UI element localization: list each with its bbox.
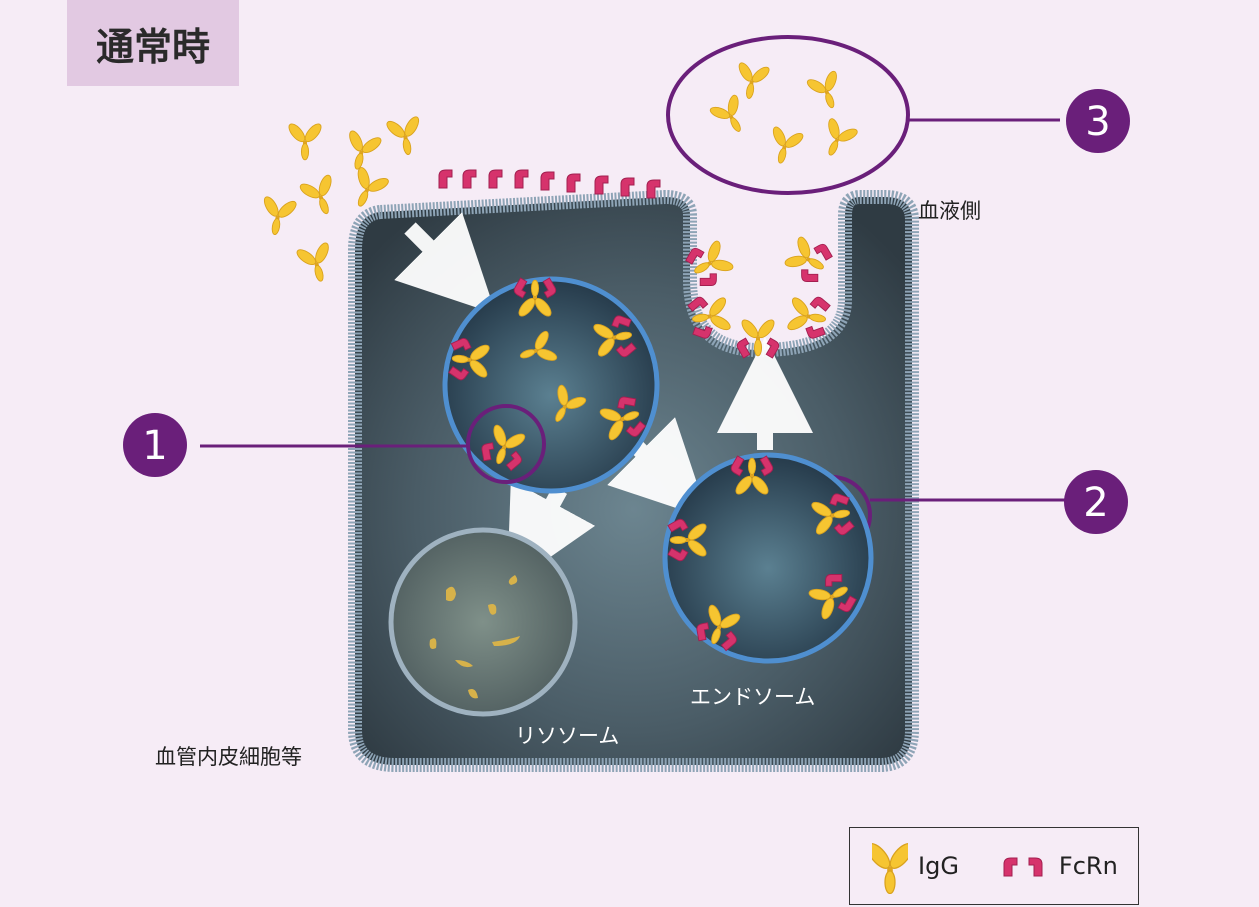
legend-fcrn-label: FcRn [1058,852,1118,880]
callout-badge-1: 1 [123,413,187,477]
early-endosome [442,276,660,494]
svg-text:3: 3 [1085,99,1110,145]
svg-text:1: 1 [142,423,167,469]
callout-badge-3: 3 [1066,89,1130,153]
fcrn-legend-icon [1003,857,1043,877]
callout-lines [200,118,1065,502]
released-igg [703,57,864,170]
page-title: 通常時 [67,0,239,86]
legend-igg-label: IgG [918,852,959,880]
igg-legend-icon [872,838,908,894]
legend: IgG FcRn [849,827,1139,905]
lysosome [388,527,578,717]
lysosome-label: リソソーム [515,724,619,748]
surface-fcrn-row [438,169,661,199]
svg-text:2: 2 [1083,480,1108,526]
endosome [662,452,874,664]
cell-label: 血管内皮細胞等 [155,745,302,769]
endosome-label: エンドソーム [690,685,815,709]
callout-badge-2: 2 [1064,470,1128,534]
blood-side-label: 血液側 [918,199,981,223]
